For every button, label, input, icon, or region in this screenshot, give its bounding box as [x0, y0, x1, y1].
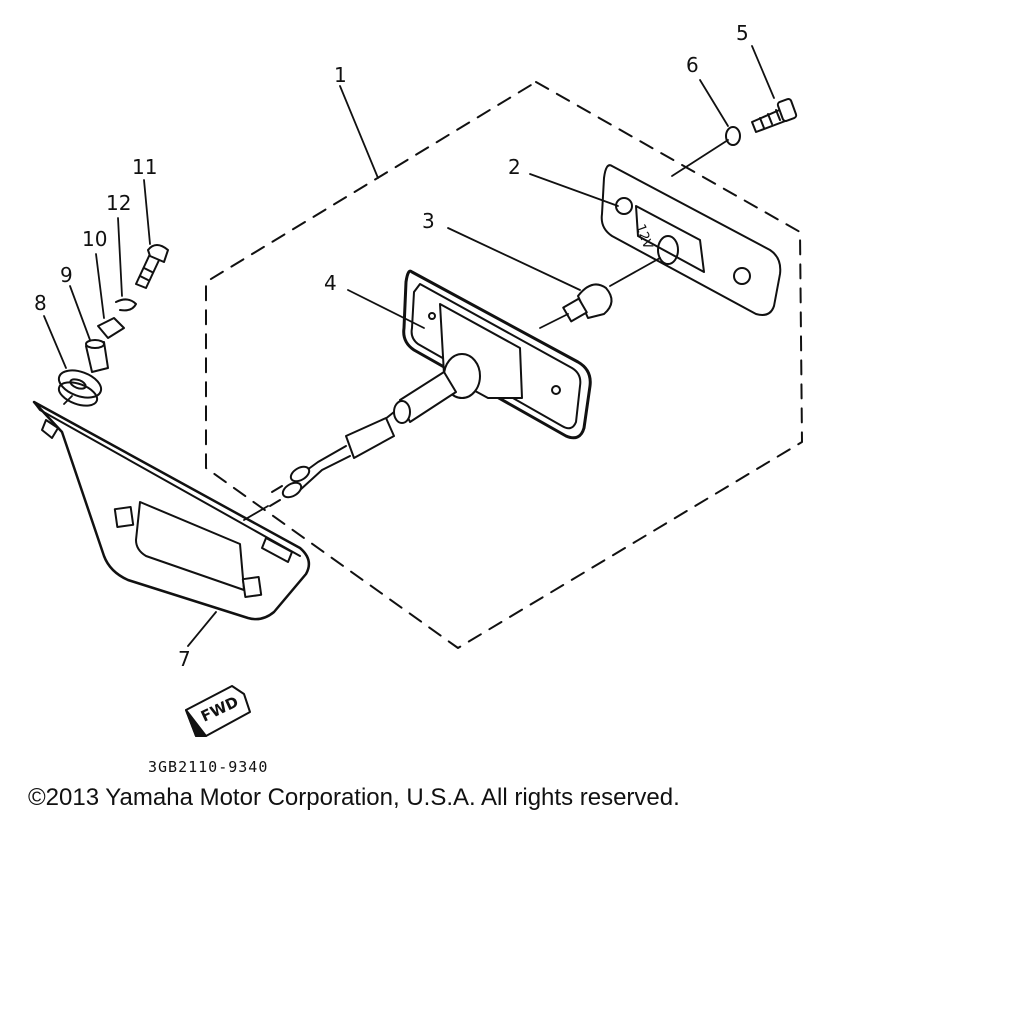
wire-harness: [269, 411, 395, 507]
leader-10: [95, 253, 105, 319]
leader-12: [117, 217, 123, 297]
callout-5: 5: [736, 21, 749, 45]
part-10-nut: [97, 317, 125, 339]
leader-5: [751, 45, 775, 99]
callout-10: 10: [82, 227, 107, 251]
axis-line-bracket-bulb: [609, 257, 661, 287]
copyright-notice: ©2013 Yamaha Motor Corporation, U.S.A. A…: [28, 784, 680, 811]
callout-12: 12: [106, 191, 131, 215]
part-6-washer: [725, 126, 741, 146]
axis-line-bracket-washer: [671, 139, 729, 177]
leader-1: [339, 85, 379, 179]
fwd-arrow-icon: FWD: [185, 685, 251, 737]
part-7-cover: [32, 400, 311, 621]
callout-8: 8: [34, 291, 47, 315]
part-4-lamp-housing: [393, 269, 592, 440]
leader-8: [43, 315, 67, 369]
leader-3: [447, 227, 581, 291]
diagram-part-number: 3GB2110-9340: [148, 758, 268, 776]
callout-1: 1: [334, 63, 347, 87]
part-8-grommet: [57, 369, 103, 407]
axis-line-cover-harness: [243, 505, 269, 521]
callout-7: 7: [178, 647, 191, 671]
part-11-bolt: [135, 244, 169, 289]
callout-3: 3: [422, 209, 435, 233]
callout-4: 4: [324, 271, 337, 295]
leader-9: [69, 285, 91, 341]
axis-line-bulb-housing: [539, 313, 569, 329]
part-9-collar: [85, 339, 109, 373]
exploded-parts-diagram: 12V: [32, 21, 803, 776]
axis-line-grommet-cover: [63, 395, 73, 405]
callout-numbers: 1 2 3 4 5 6 7 8 9 10 11 12: [34, 21, 749, 671]
leader-lines: [43, 45, 775, 647]
callout-11: 11: [132, 155, 157, 179]
part-5-screw: [751, 98, 798, 133]
callout-9: 9: [60, 263, 73, 287]
leader-7: [187, 611, 217, 647]
assembly-boundary: [205, 81, 803, 649]
callout-6: 6: [686, 53, 699, 77]
part-2-bracket: 12V: [600, 164, 782, 316]
leader-11: [143, 179, 151, 245]
leader-6: [699, 79, 729, 127]
leader-2: [529, 173, 619, 207]
part-12-lock-washer: [115, 298, 137, 312]
callout-2: 2: [508, 155, 521, 179]
part-3-bulb: [562, 283, 613, 323]
leader-4: [347, 289, 425, 329]
